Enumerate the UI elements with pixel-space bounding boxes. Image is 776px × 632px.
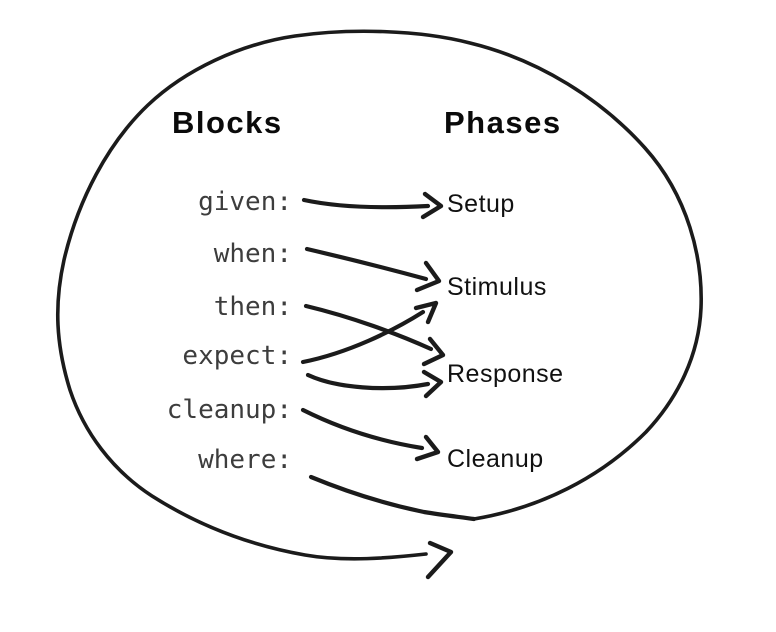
blocks-header: Blocks	[172, 105, 283, 140]
arrowhead-given-setup	[420, 191, 444, 220]
arrow-expect-stimulus	[300, 309, 426, 365]
phase-label-setup: Setup	[447, 190, 515, 218]
exit-arrowhead	[425, 540, 454, 580]
block-label-cleanup: cleanup:	[166, 395, 292, 425]
phase-label-cleanup: Cleanup	[447, 445, 544, 473]
arrowhead-then-response	[421, 336, 446, 367]
arrowhead-expect-stimulus	[413, 300, 439, 325]
arrow-given-setup	[301, 197, 431, 210]
arrowhead-cleanup-cleanup	[414, 434, 441, 462]
block-label-when: when:	[213, 239, 292, 269]
arrowhead-expect-response	[421, 369, 444, 399]
phases-header: Phases	[444, 105, 562, 140]
arrow-cleanup-cleanup	[300, 407, 425, 451]
arrow-when-stimulus	[304, 246, 429, 282]
arrowhead-when-stimulus	[414, 260, 442, 293]
block-label-then: then:	[213, 292, 292, 322]
block-label-where: where:	[198, 445, 292, 475]
arrow-where-outside	[308, 474, 477, 522]
block-label-expect: expect:	[182, 341, 292, 371]
phase-label-stimulus: Stimulus	[447, 273, 547, 301]
block-label-given: given:	[198, 187, 292, 217]
phase-label-response: Response	[447, 360, 564, 388]
arrow-then-response	[303, 303, 434, 352]
enclosure-circle-and-exit-arrow-shaft	[55, 29, 703, 561]
arrow-expect-response	[305, 372, 431, 391]
